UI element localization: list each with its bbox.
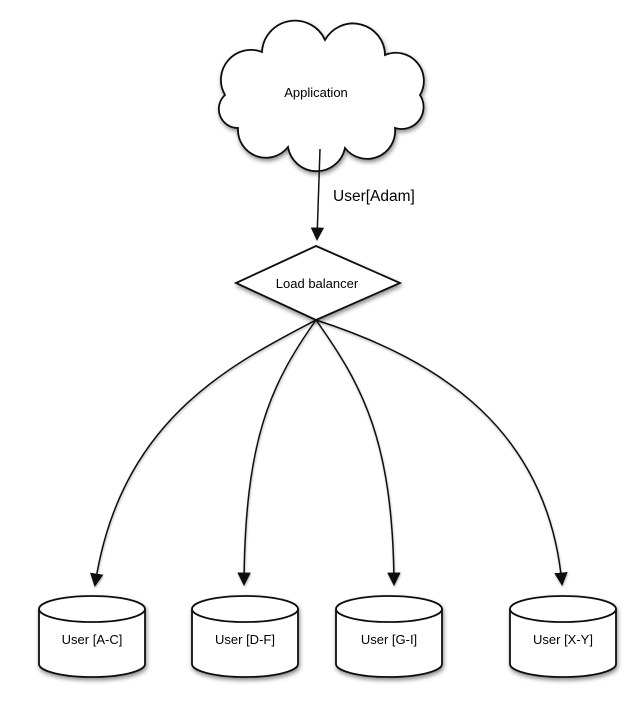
app-to-loadbalancer-arrow xyxy=(310,148,325,242)
lb-to-db1-arrow xyxy=(90,319,317,588)
load-balancer-node: Load balancer xyxy=(233,245,403,321)
db3-label: User [G-I] xyxy=(361,632,417,647)
cylinder-body xyxy=(509,609,617,678)
db-node-4: User [X-Y] xyxy=(509,595,617,678)
cloud-shape xyxy=(218,19,425,173)
db-node-3: User [G-I] xyxy=(335,595,443,678)
db1-label: User [A-C] xyxy=(62,632,123,647)
db2-label: User [D-F] xyxy=(215,632,275,647)
cylinder-body xyxy=(335,609,443,678)
diamond-shape xyxy=(233,245,403,321)
edges-group xyxy=(90,319,568,588)
cylinder-top xyxy=(191,595,299,623)
lb-to-db2-arrow xyxy=(237,319,317,587)
cylinder-top xyxy=(335,595,443,623)
application-cloud-node: Application xyxy=(218,19,425,173)
app-to-lb-edge: User[Adam] xyxy=(310,148,415,242)
cylinder-top xyxy=(509,595,617,623)
edge-label-user-adam: User[Adam] xyxy=(333,188,415,205)
db-node-1: User [A-C] xyxy=(38,595,146,678)
db-node-2: User [D-F] xyxy=(191,595,299,678)
db4-label: User [X-Y] xyxy=(533,632,593,647)
lb-to-db3-arrow xyxy=(315,319,401,587)
application-label: Application xyxy=(284,85,348,100)
cylinder-body xyxy=(38,609,146,678)
cylinder-body xyxy=(191,609,299,678)
lb-to-db4-arrow xyxy=(315,319,568,587)
cylinder-top xyxy=(38,595,146,623)
load-balancer-label: Load balancer xyxy=(276,276,359,291)
